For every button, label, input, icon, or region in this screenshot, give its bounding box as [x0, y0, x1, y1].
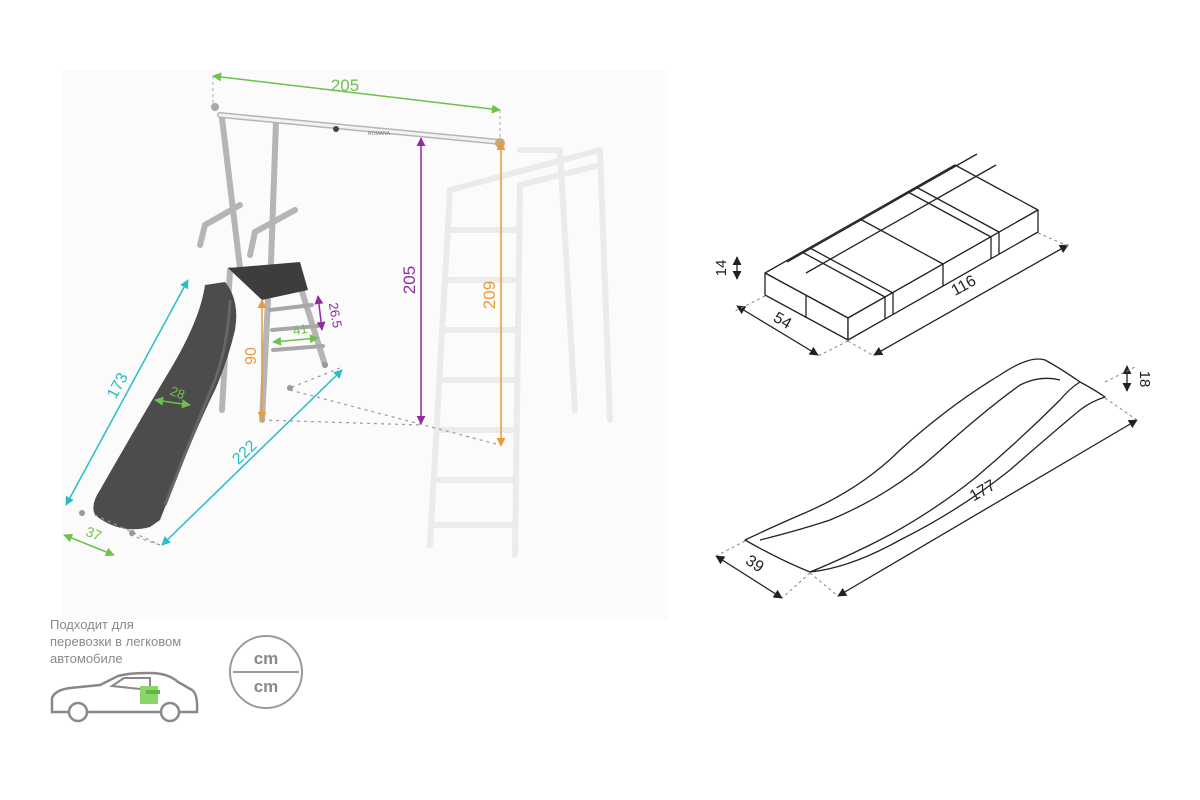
units-bottom: cm: [253, 677, 279, 696]
box-width-label: 54: [770, 309, 794, 333]
frame-height-label: 209: [480, 281, 499, 309]
note-line: автомобиле: [50, 651, 123, 666]
box-height-label: 14: [713, 260, 730, 277]
extension-line: [715, 540, 746, 557]
extension-line: [847, 340, 875, 357]
base-width-label: 37: [84, 523, 105, 544]
slide-height-label: 18: [1136, 371, 1153, 388]
bolt-icon: [333, 126, 339, 132]
slide-length-pack-dimension-line: [837, 419, 1138, 597]
car-transport-note: Подходит для перевозки в легковом автомо…: [50, 616, 220, 667]
base-length-dimension-line: [161, 369, 343, 546]
box-package: [764, 153, 1039, 341]
step-width-dimension-line: [272, 334, 319, 346]
car-icon: [50, 671, 199, 723]
extension-line: [817, 340, 849, 357]
wheel-icon: [159, 701, 181, 723]
platform-height-label: 90: [243, 347, 260, 365]
crossbar-width-dimension-line: [212, 72, 501, 114]
cargo-box-icon: [140, 686, 158, 704]
wheel-icon: [67, 701, 89, 723]
ladder-steps: [268, 303, 325, 352]
extension-line: [1037, 232, 1069, 247]
slide-width-pack-dimension-line: [715, 555, 783, 599]
crossbar-height-label: 205: [400, 266, 419, 294]
brand-label: ROMANA: [368, 131, 391, 137]
extension-line: [781, 572, 811, 599]
extension-line: [734, 295, 766, 312]
extension-line: [1104, 397, 1138, 421]
crossbar-fill: [218, 113, 502, 144]
step-width-label: 41: [292, 321, 309, 338]
platform: [228, 262, 308, 300]
step-height-dimension-line: [314, 295, 326, 331]
box-width-dimension-line: [736, 305, 819, 356]
note-line: Подходит для: [50, 617, 134, 632]
note-line: перевозки в легковом: [50, 634, 182, 649]
extension-line: [1104, 365, 1138, 383]
slide-length-dimension-line: [65, 279, 189, 506]
base-width-dimension-line: [63, 533, 115, 557]
slide-width-pack-label: 39: [742, 552, 766, 576]
extension-line: [809, 572, 839, 597]
units-badge: cm cm: [229, 635, 303, 709]
slide-package: [744, 358, 1106, 573]
units-divider: [233, 671, 299, 673]
step-height-label: 26.5: [326, 301, 345, 329]
crossbar-width-label: 205: [331, 76, 359, 95]
box-length-dimension-line: [873, 244, 1069, 356]
frame-cap-icon: [211, 103, 219, 111]
frame-cap-icon: [495, 138, 505, 148]
units-top: cm: [253, 649, 279, 668]
